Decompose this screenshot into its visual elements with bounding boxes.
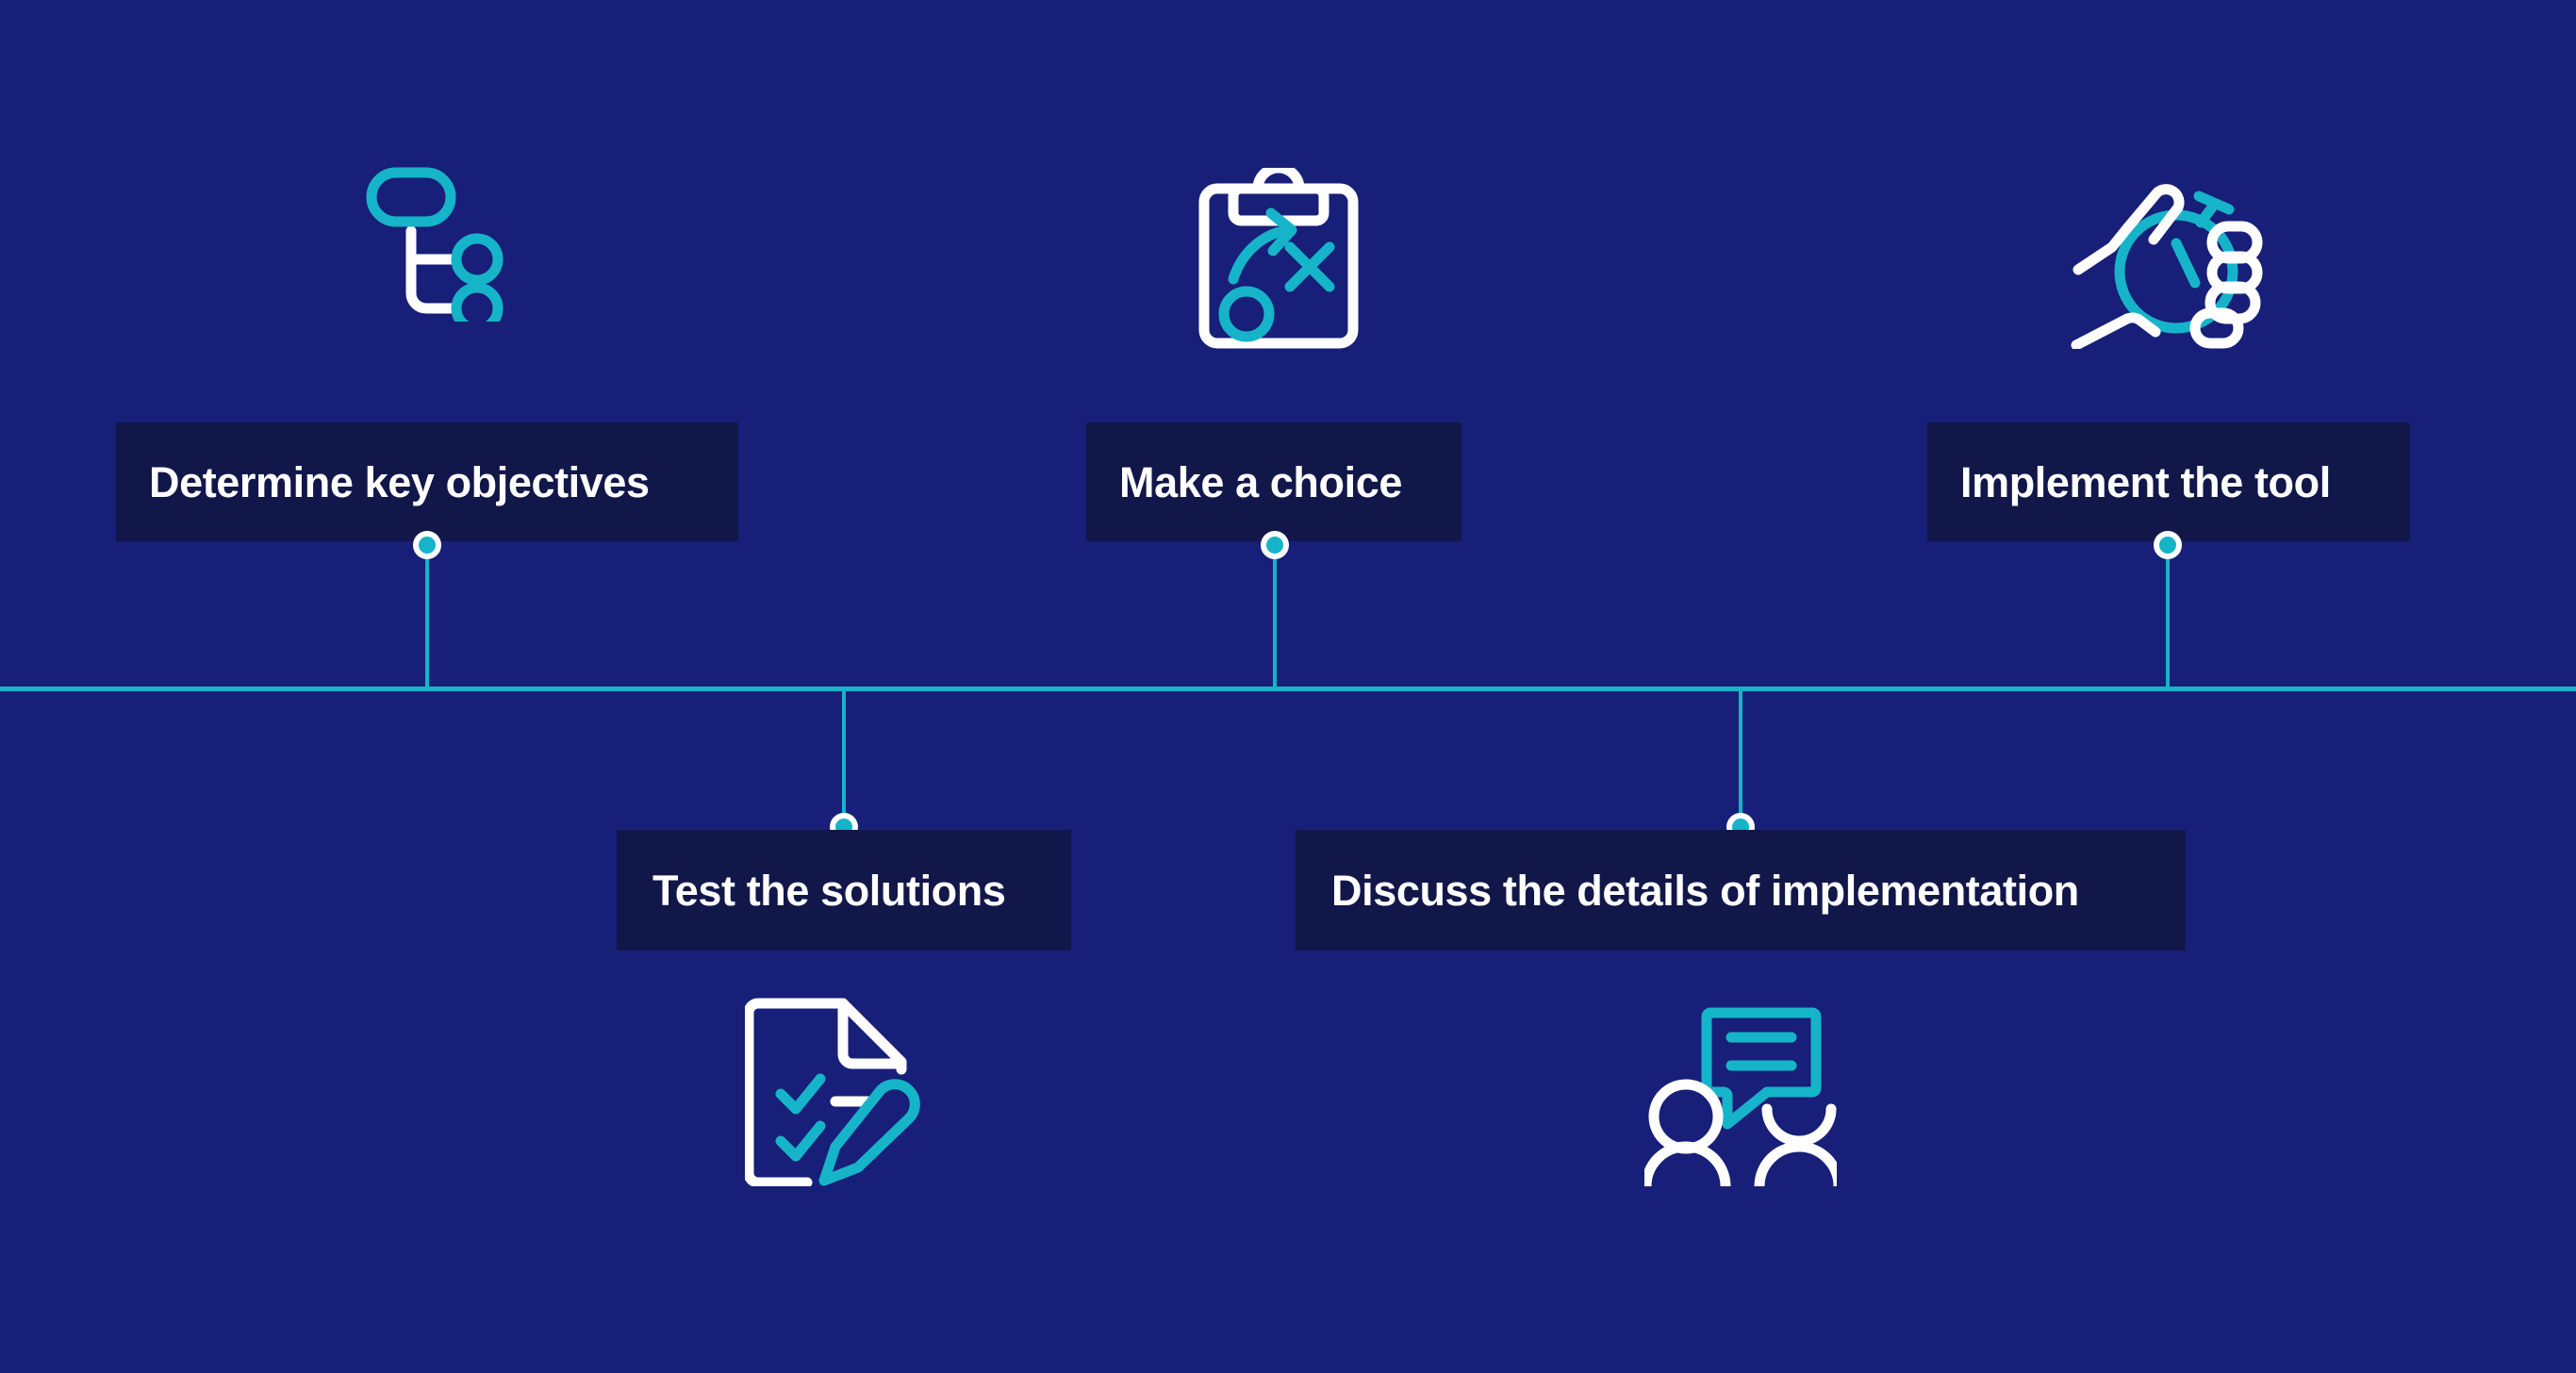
step-4-label: Discuss the details of implementation <box>1331 866 2079 915</box>
step-1-connector <box>425 554 429 690</box>
step-1-node-dot[interactable] <box>413 531 441 559</box>
step-5-label-box[interactable]: Implement the tool <box>1927 422 2410 541</box>
step-3-node-dot[interactable] <box>1261 531 1289 559</box>
document-checklist-pencil-icon <box>745 998 924 1186</box>
hierarchy-tree-icon <box>345 156 511 322</box>
step-4-connector <box>1739 688 1742 828</box>
step-5-node-dot[interactable] <box>2154 531 2182 559</box>
clipboard-strategy-icon <box>1197 168 1360 349</box>
step-2-label: Test the solutions <box>652 866 1006 915</box>
step-3-label-box[interactable]: Make a choice <box>1086 422 1461 541</box>
timeline-axis <box>0 686 2576 691</box>
step-4-label-box[interactable]: Discuss the details of implementation <box>1296 830 2186 951</box>
hand-stopwatch-icon <box>2071 170 2265 349</box>
people-discussion-icon <box>1644 1007 1837 1186</box>
step-1-label-box[interactable]: Determine key objectives <box>116 422 738 541</box>
step-5-connector <box>2166 554 2170 690</box>
step-3-label: Make a choice <box>1119 457 1402 506</box>
step-2-connector <box>842 688 846 828</box>
step-5-label: Implement the tool <box>1960 457 2331 506</box>
step-1-label: Determine key objectives <box>149 457 650 506</box>
step-2-label-box[interactable]: Test the solutions <box>617 830 1071 951</box>
step-3-connector <box>1273 554 1277 690</box>
